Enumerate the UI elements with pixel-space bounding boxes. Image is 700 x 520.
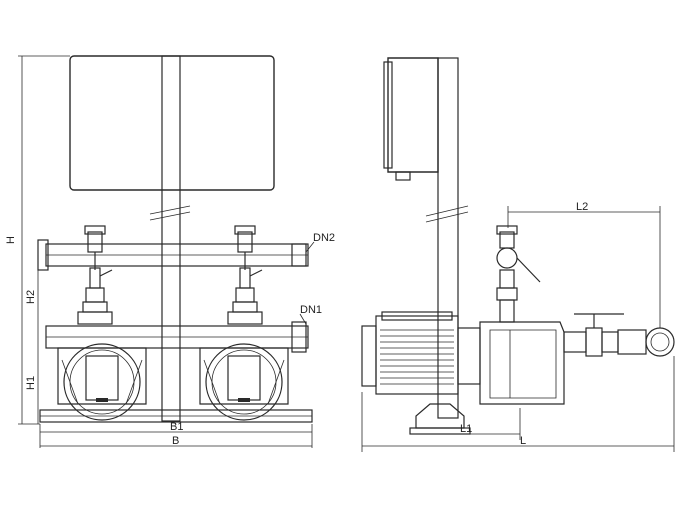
motor-fins xyxy=(380,329,454,385)
suction-valves-side xyxy=(563,313,675,357)
label-b1: B1 xyxy=(170,421,183,433)
label-h: H xyxy=(5,236,17,244)
support-pole-side xyxy=(437,57,459,419)
motor xyxy=(361,311,481,395)
side-view: L2 L1 L xyxy=(361,57,675,452)
control-panel xyxy=(69,55,275,191)
pump-1 xyxy=(57,343,147,421)
label-b: B xyxy=(172,435,179,447)
label-h2: H2 xyxy=(25,290,37,304)
pump-foot xyxy=(415,403,465,429)
label-l2: L2 xyxy=(576,201,588,213)
pole-break-line xyxy=(149,205,191,215)
label-dn1: DN1 xyxy=(300,304,322,316)
label-dn2: DN2 xyxy=(313,232,335,244)
pump-2 xyxy=(199,343,289,421)
label-l1: L1 xyxy=(460,423,472,435)
pump-body xyxy=(479,321,565,405)
dn2-flange xyxy=(291,243,307,267)
dn1-flange xyxy=(291,321,307,353)
valve-assembly-2 xyxy=(227,225,263,325)
discharge-valves-side xyxy=(496,225,541,323)
label-h1: H1 xyxy=(25,376,37,390)
support-pole xyxy=(161,55,181,422)
control-panel-side xyxy=(387,57,439,173)
valve-assembly-1 xyxy=(77,225,113,325)
label-l: L xyxy=(520,435,526,447)
front-view: H H2 H1 B1 B DN2 DN1 xyxy=(5,55,335,448)
